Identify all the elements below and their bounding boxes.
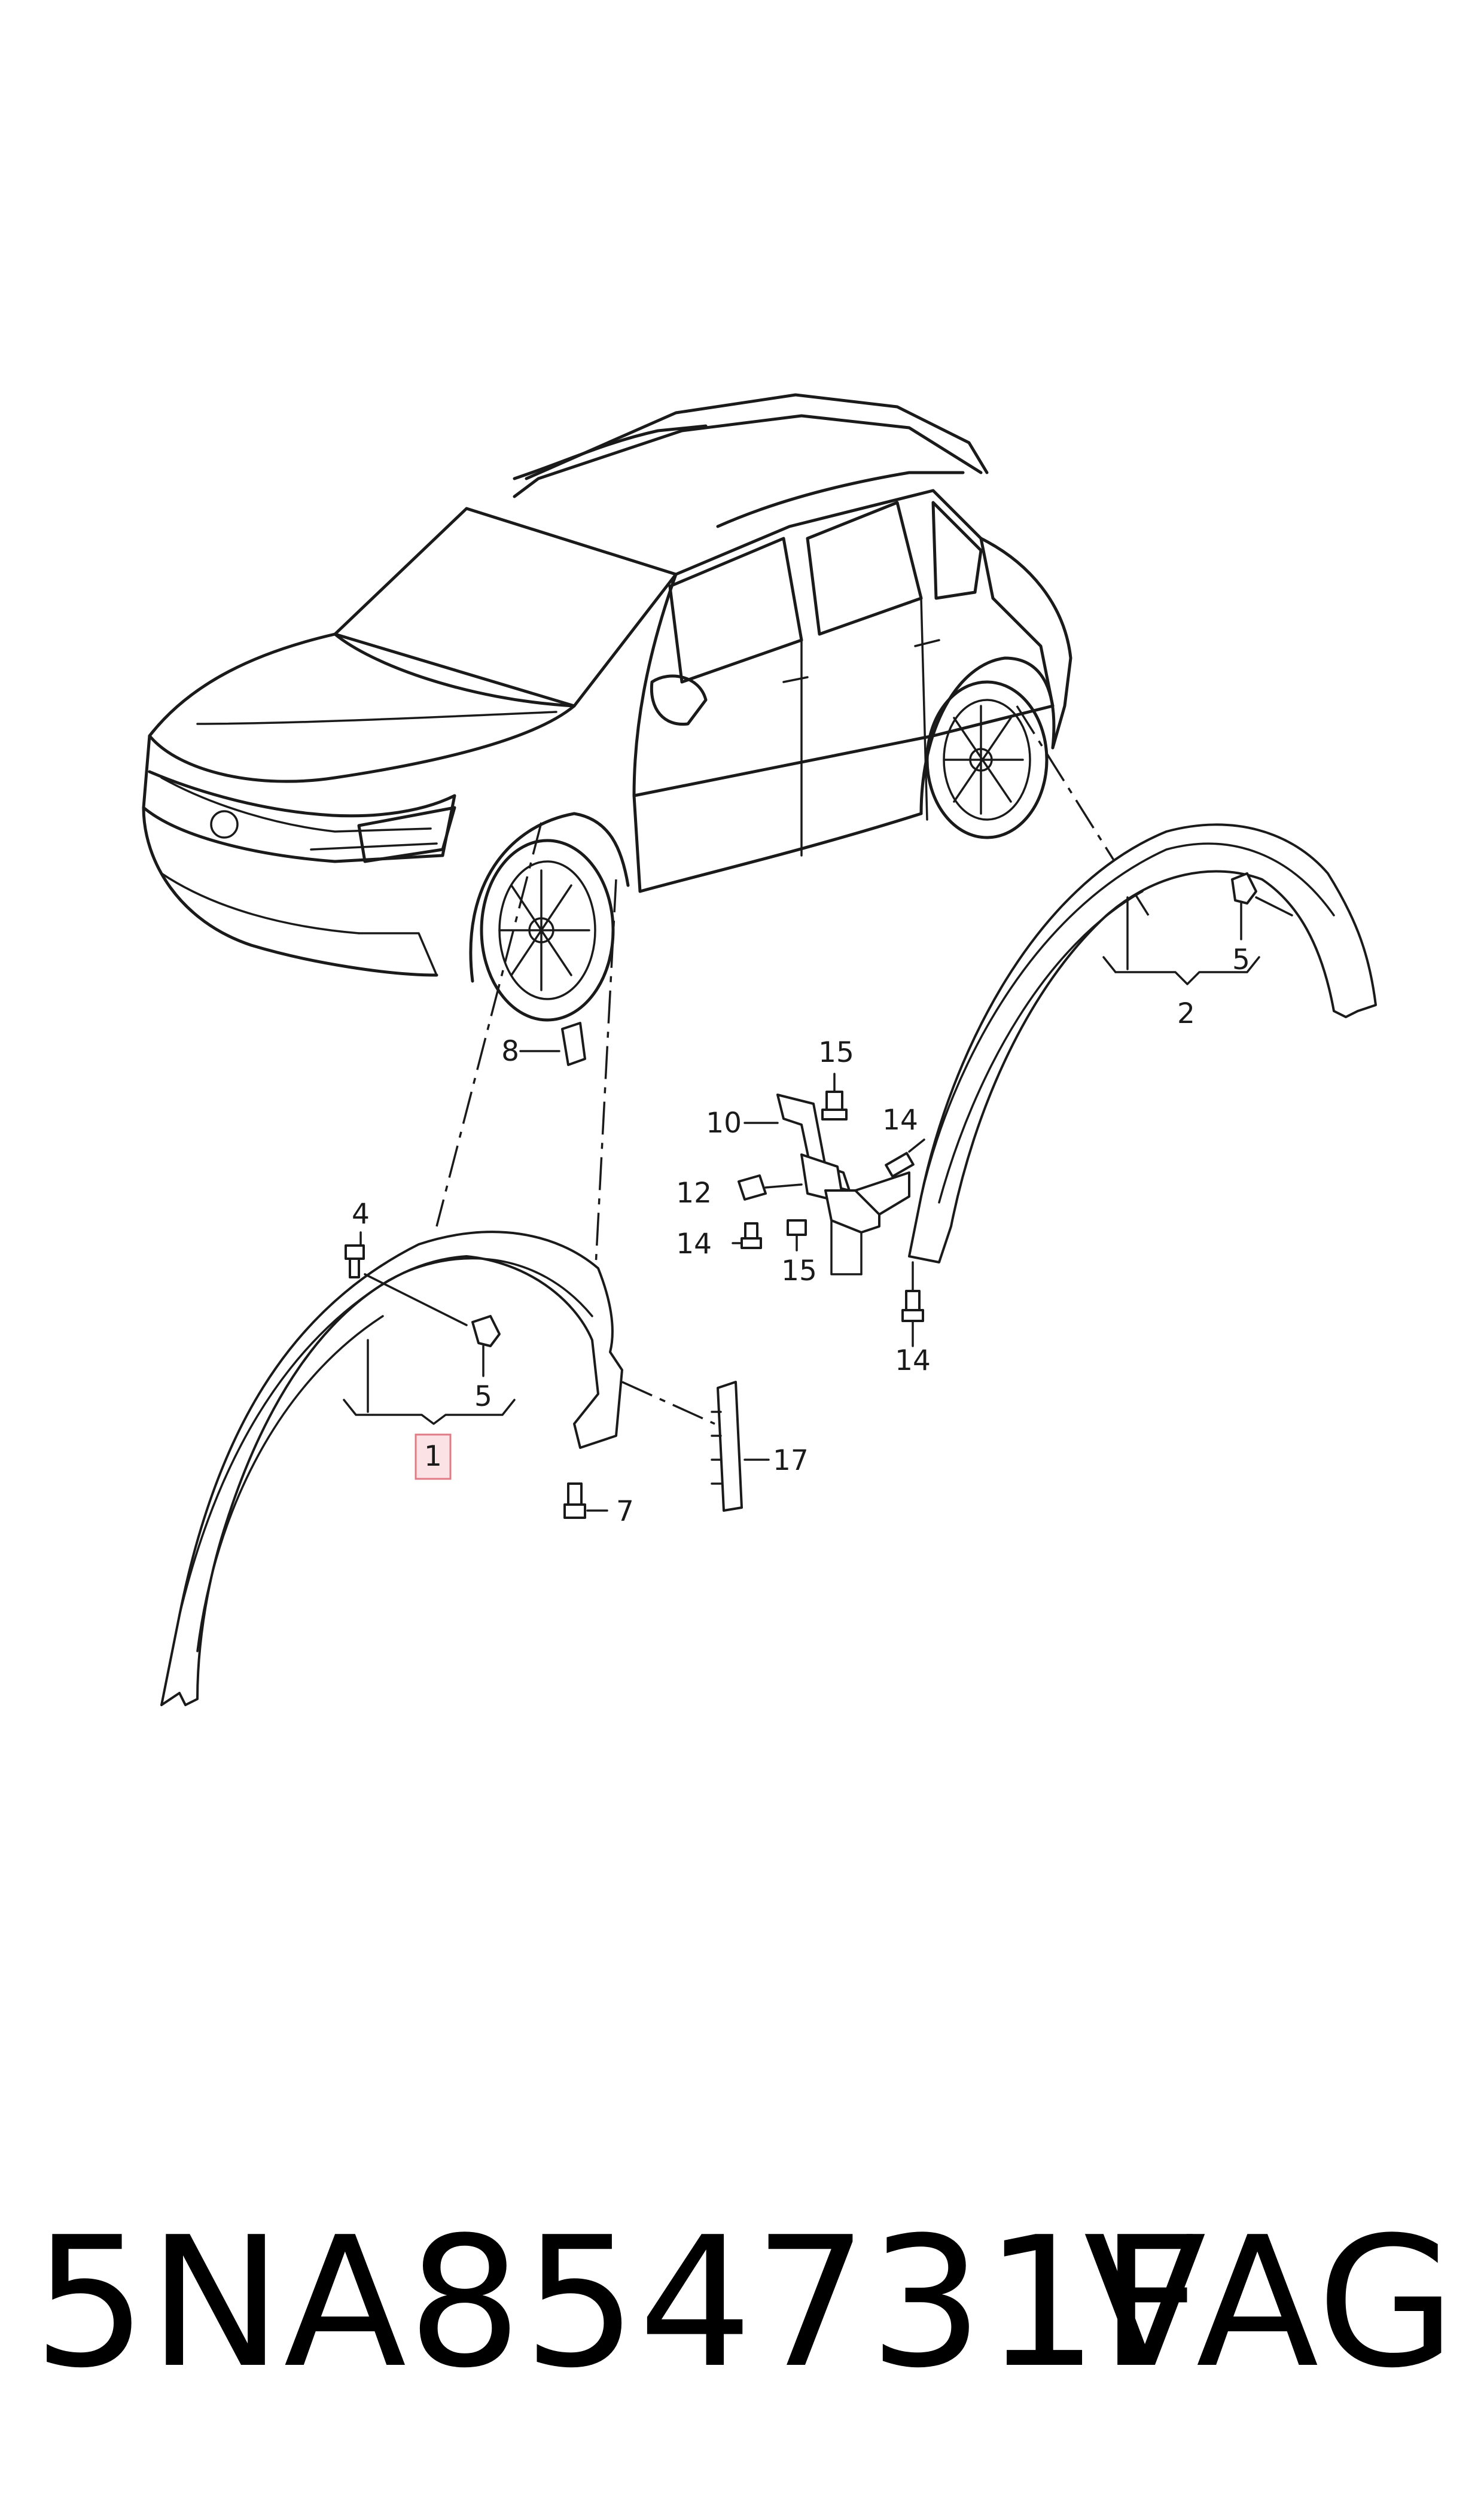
vehicle-illustration bbox=[142, 393, 1072, 1022]
callout-14-left[interactable]: 14 bbox=[676, 1228, 712, 1260]
brand-name: VAG bbox=[1083, 2199, 1457, 2407]
callout-15-bottom[interactable]: 15 bbox=[781, 1255, 817, 1287]
callout-14-bottom[interactable]: 14 bbox=[895, 1344, 931, 1377]
callout-15-top[interactable]: 15 bbox=[818, 1036, 854, 1069]
callout-12[interactable]: 12 bbox=[676, 1177, 712, 1210]
callout-5-rear[interactable]: 5 bbox=[1232, 943, 1250, 976]
part-2-rear-wheel-arch-trim bbox=[908, 823, 1377, 1263]
footer: 5NA854731F VAG bbox=[0, 2213, 1484, 2453]
bracket-1 bbox=[343, 1339, 516, 1425]
reference-lines bbox=[435, 705, 1150, 1335]
callout-10[interactable]: 10 bbox=[706, 1107, 742, 1140]
part-8-clip bbox=[519, 1022, 586, 1066]
callout-14-right[interactable]: 14 bbox=[882, 1104, 918, 1137]
fasteners-front bbox=[345, 1231, 608, 1519]
bracket-assembly bbox=[732, 1073, 925, 1347]
callout-17[interactable]: 17 bbox=[773, 1444, 809, 1477]
bracket-2 bbox=[1102, 896, 1260, 985]
callout-1[interactable]: 1 bbox=[424, 1440, 442, 1473]
part-17-strip bbox=[621, 1381, 770, 1512]
callout-2[interactable]: 2 bbox=[1177, 997, 1195, 1030]
part-number: 5NA854731F bbox=[33, 2199, 1205, 2407]
parts-diagram: 1 2 4 5 5 7 8 10 12 14 14 14 15 15 17 bbox=[142, 393, 1377, 1706]
callout-5-front[interactable]: 5 bbox=[474, 1380, 492, 1413]
callout-1-highlight bbox=[415, 1433, 452, 1480]
part-1-front-wheel-arch-trim bbox=[160, 1231, 623, 1706]
callout-7[interactable]: 7 bbox=[616, 1495, 634, 1528]
callout-4[interactable]: 4 bbox=[352, 1198, 370, 1231]
callout-8[interactable]: 8 bbox=[501, 1035, 519, 1068]
fastener-5-rear bbox=[1231, 872, 1293, 940]
